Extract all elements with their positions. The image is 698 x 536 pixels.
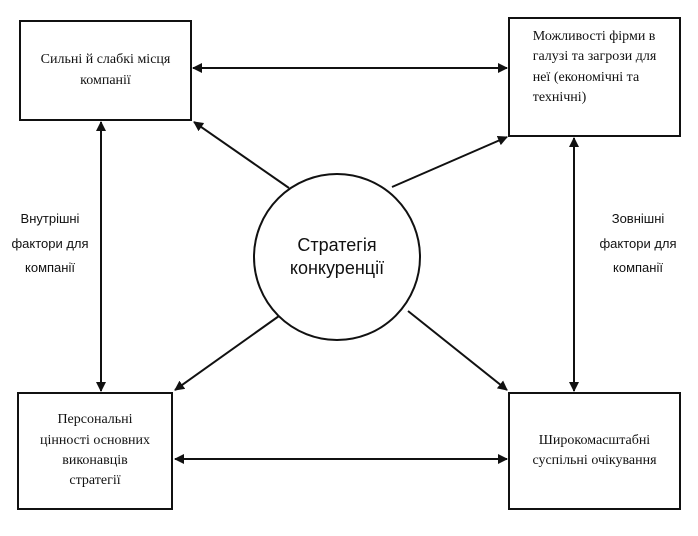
box-personal-values: Персональні цінності основних виконавців… — [17, 392, 173, 510]
center-circle-text: Стратегія конкуренції — [289, 234, 385, 278]
box-strengths-weaknesses-text: Сильні й слабкі місця компанії — [40, 52, 171, 88]
box-societal-expectations-text: Широкомасштабні суспільні очікування — [532, 432, 657, 468]
arrow-center-to-bottom-left — [174, 315, 280, 391]
arrow-center-to-top-right — [391, 136, 508, 188]
external-factors-label: Зовнішні фактори для компанії — [599, 211, 677, 276]
box-societal-expectations: Широкомасштабні суспільні очікування — [508, 392, 681, 510]
arrow-center-to-bottom-right — [407, 310, 508, 391]
internal-factors-label: Внутрішні фактори для компанії — [11, 211, 89, 276]
box-opportunities-threats: Можливості фірми в галузі та загрози для… — [508, 17, 681, 137]
arrow-center-to-top-left — [193, 121, 290, 189]
box-personal-values-text: Персональні цінності основних виконавців… — [39, 412, 151, 489]
box-opportunities-threats-text: Можливості фірми в галузі та загрози для… — [532, 29, 657, 105]
box-strengths-weaknesses: Сильні й слабкі місця компанії — [19, 20, 192, 121]
center-circle: Стратегія конкуренції — [253, 173, 421, 341]
